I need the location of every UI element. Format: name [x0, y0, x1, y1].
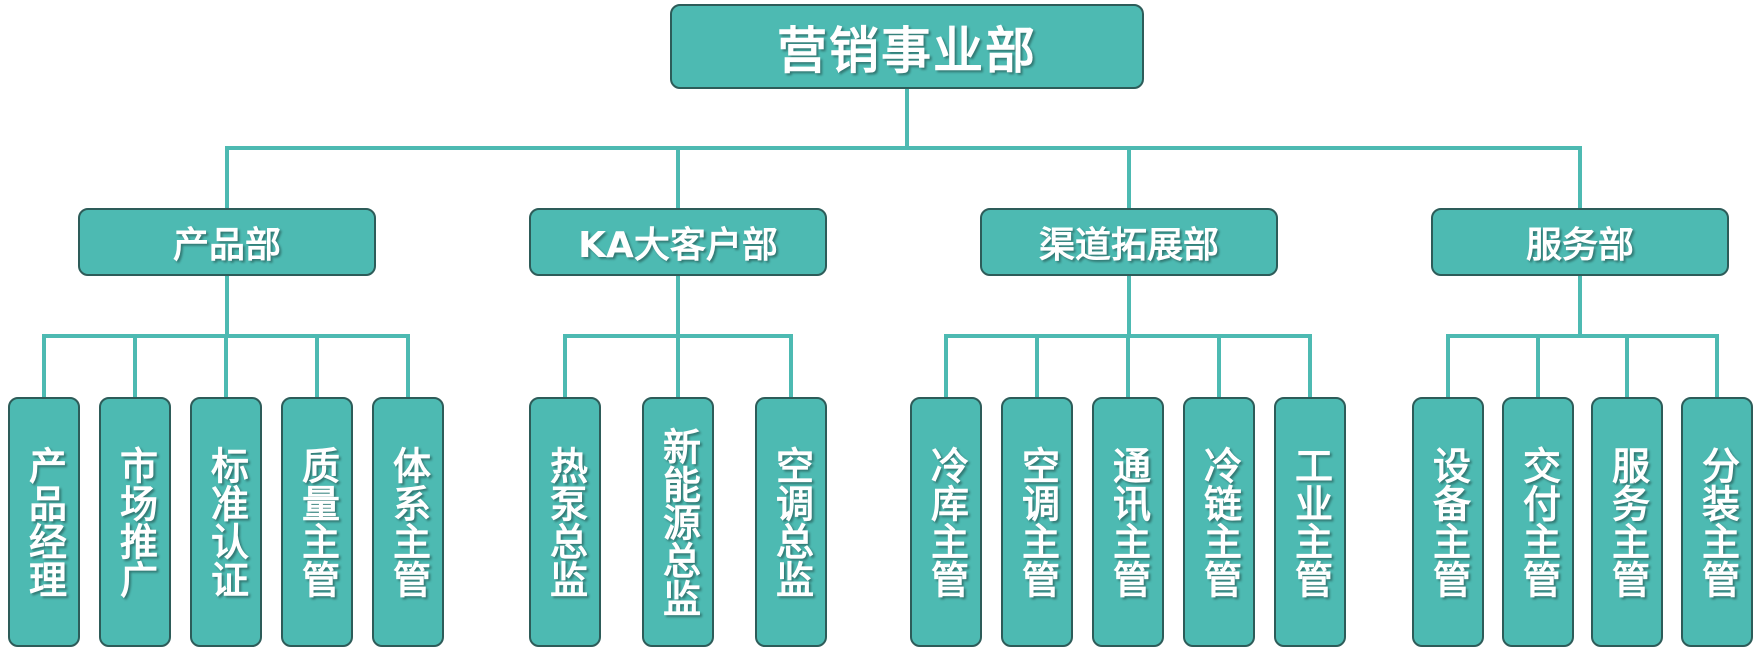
connector-dept-down-1 — [225, 276, 229, 338]
connector-role-3-4 — [1217, 334, 1221, 397]
role-node: 体系主管 — [372, 397, 444, 647]
connector-role-4-2 — [1536, 334, 1540, 397]
connector-role-1-1 — [42, 334, 46, 397]
connector-role-3-1 — [944, 334, 948, 397]
connector-dept-2 — [676, 146, 680, 208]
connector-role-3-5 — [1308, 334, 1312, 397]
connector-role-2-2 — [676, 334, 680, 397]
role-node: 质量主管 — [281, 397, 353, 647]
connector-role-3-2 — [1035, 334, 1039, 397]
connector-role-1-2 — [133, 334, 137, 397]
connector-dept-1 — [225, 146, 229, 208]
role-node: 市场推广 — [99, 397, 171, 647]
root-node: 营销事业部 — [670, 4, 1144, 89]
role-node: 工业主管 — [1274, 397, 1346, 647]
department-node: 服务部 — [1431, 208, 1729, 276]
connector-role-2-3 — [789, 334, 793, 397]
role-node: 交付主管 — [1502, 397, 1574, 647]
role-node: 服务主管 — [1591, 397, 1663, 647]
role-node: 标准认证 — [190, 397, 262, 647]
department-node: 产品部 — [78, 208, 376, 276]
connector-role-3-3 — [1126, 334, 1130, 397]
role-node: 产品经理 — [8, 397, 80, 647]
connector-role-4-4 — [1715, 334, 1719, 397]
role-node: 空调总监 — [755, 397, 827, 647]
connector-role-4-3 — [1625, 334, 1629, 397]
connector-role-bus-4 — [1446, 334, 1719, 338]
connector-role-2-1 — [563, 334, 567, 397]
connector-role-1-5 — [406, 334, 410, 397]
role-node: 热泵总监 — [529, 397, 601, 647]
role-node: 冷链主管 — [1183, 397, 1255, 647]
connector-root-down — [905, 89, 909, 150]
role-node: 设备主管 — [1412, 397, 1484, 647]
role-node: 通讯主管 — [1092, 397, 1164, 647]
connector-dept-down-2 — [676, 276, 680, 338]
connector-dept-3 — [1127, 146, 1131, 208]
connector-root-bus — [225, 146, 1582, 150]
department-node: 渠道拓展部 — [980, 208, 1278, 276]
department-node: KA大客户部 — [529, 208, 827, 276]
role-node: 分装主管 — [1681, 397, 1753, 647]
connector-role-1-3 — [224, 334, 228, 397]
role-node: 冷库主管 — [910, 397, 982, 647]
role-node: 空调主管 — [1001, 397, 1073, 647]
role-node: 新能源总监 — [642, 397, 714, 647]
connector-dept-down-4 — [1578, 276, 1582, 338]
connector-dept-down-3 — [1127, 276, 1131, 338]
connector-role-1-4 — [315, 334, 319, 397]
connector-role-4-1 — [1446, 334, 1450, 397]
connector-dept-4 — [1578, 146, 1582, 208]
